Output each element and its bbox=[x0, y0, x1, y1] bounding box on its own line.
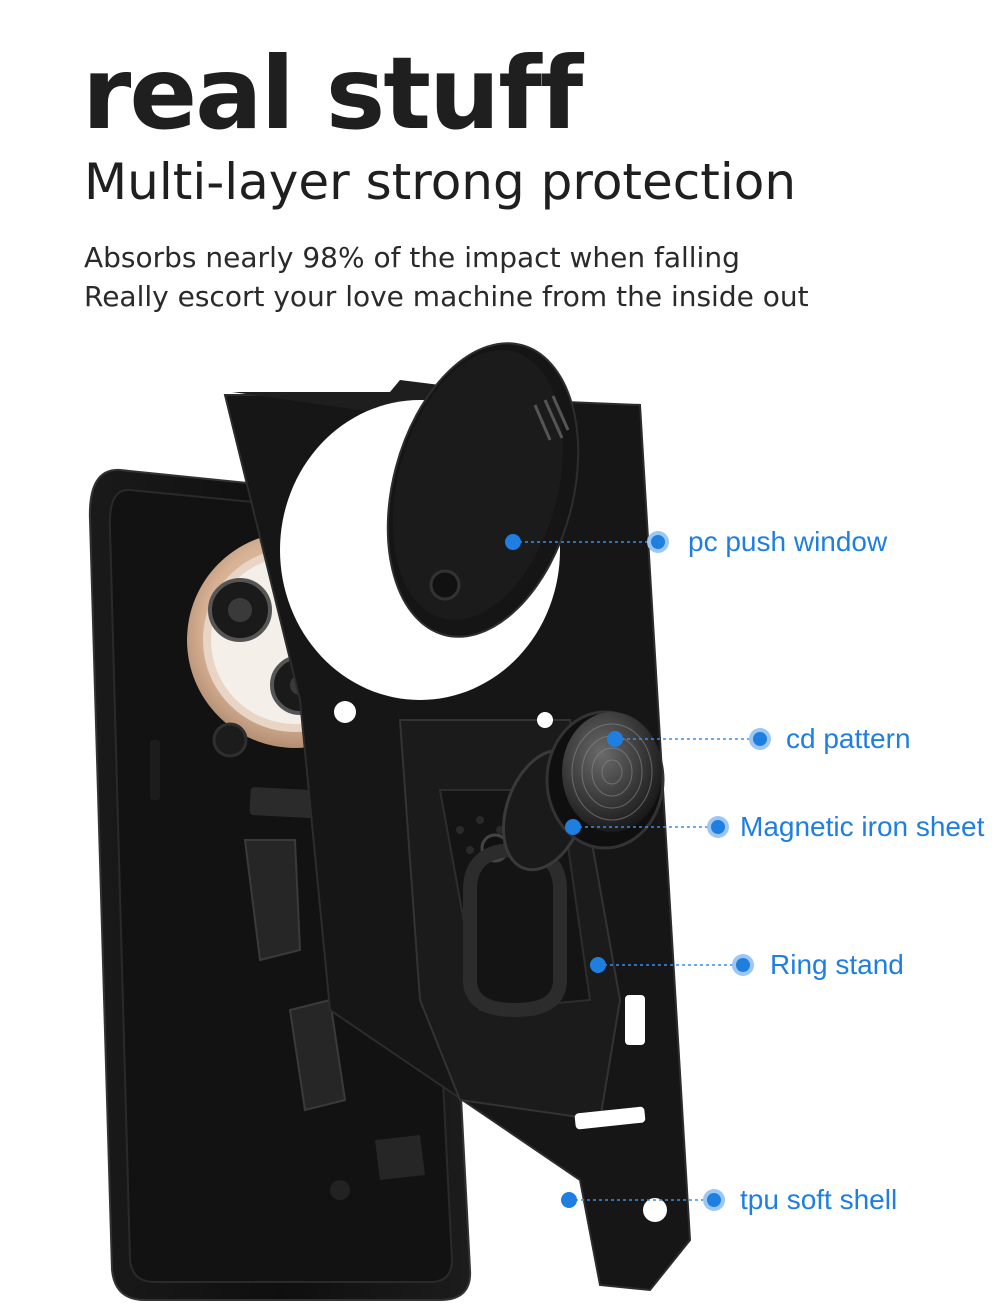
callout-magnetic-iron-sheet: Magnetic iron sheet bbox=[740, 811, 985, 842]
callout-pc-push-window: pc push window bbox=[688, 526, 888, 557]
description-line-1: Absorbs nearly 98% of the impact when fa… bbox=[84, 241, 740, 274]
callout-tpu-soft-shell: tpu soft shell bbox=[740, 1184, 898, 1215]
callout-cd-pattern: cd pattern bbox=[786, 723, 911, 754]
callout-ring-stand: Ring stand bbox=[770, 949, 904, 980]
description: Absorbs nearly 98% of the impact when fa… bbox=[84, 238, 809, 316]
ring-holder-assembly bbox=[501, 710, 665, 872]
pc-push-window bbox=[386, 342, 580, 638]
subheadline: Multi-layer strong protection bbox=[84, 153, 797, 211]
callout-leaders bbox=[505, 531, 771, 1211]
phone-case-exploded-illustration bbox=[88, 342, 771, 1301]
callout-dot bbox=[505, 534, 521, 550]
description-line-2: Really escort your love machine from the… bbox=[84, 280, 809, 313]
headline: real stuff bbox=[82, 35, 583, 152]
